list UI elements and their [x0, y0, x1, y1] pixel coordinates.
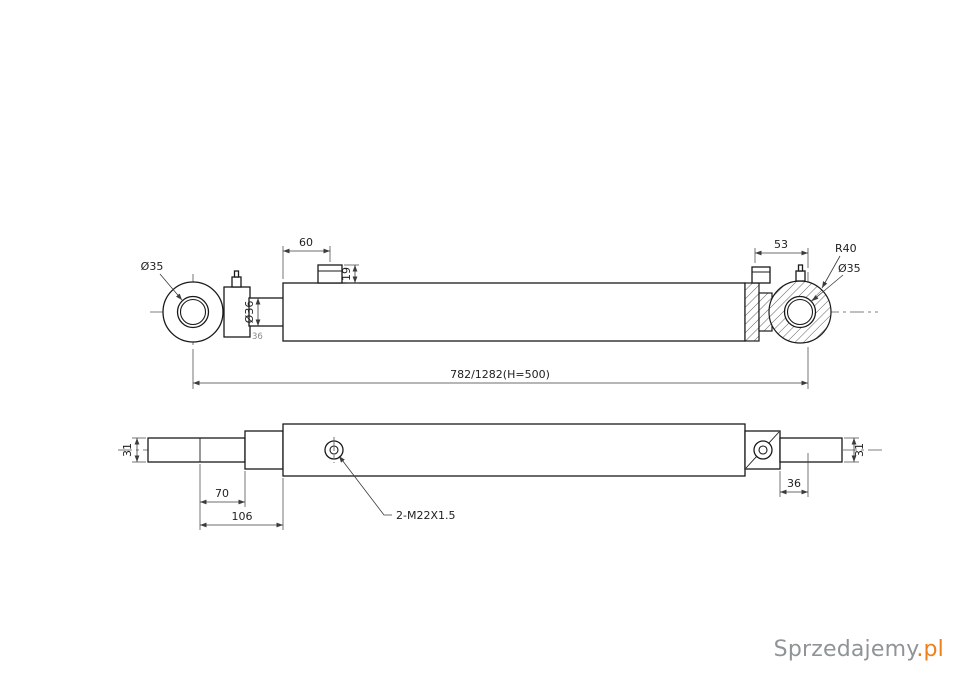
dim-cap-face-to-pivot: 36 — [779, 453, 809, 497]
dim-rod-eye-bore: Ø35 — [141, 260, 183, 301]
cylinder-side-view-geometry — [162, 264, 832, 344]
dim-label-31-right: 31 — [853, 443, 866, 457]
dim-label-19: 19 — [340, 267, 353, 281]
cap-section — [744, 282, 760, 342]
dim-rod-eye-width: 31 — [121, 437, 146, 463]
cylinder-barrel-plan — [282, 423, 746, 477]
cap-eye-plan — [779, 437, 843, 463]
dim-label-cap-eye-bore: Ø35 — [838, 262, 861, 275]
watermark-tld: .pl — [916, 637, 944, 662]
dim-label-r40: R40 — [835, 242, 857, 255]
dim-rod-diameter: Ø36 36 — [243, 298, 263, 342]
bottom-view: 31 70 106 2-M22X1.5 3 — [118, 423, 882, 530]
port-hole-cap-side — [758, 445, 768, 455]
grease-nipple-right-tip — [797, 264, 804, 272]
dim-label-60: 60 — [299, 236, 313, 249]
port-boss-cap-side — [753, 440, 773, 460]
dim-cap-eye-bore: Ø35 — [811, 262, 861, 302]
dim-cap-eye-width: 31 — [844, 437, 866, 463]
dim-port-height: 19 — [340, 264, 359, 284]
cylinder-barrel — [282, 282, 746, 342]
dim-note-36: 36 — [252, 332, 263, 342]
top-view: 60 19 Ø35 Ø36 36 — [141, 236, 878, 389]
dim-label-rod-diameter: Ø36 — [243, 301, 256, 324]
piston-rod — [248, 297, 285, 327]
dim-rod-end-lengths: 70 106 — [199, 464, 284, 530]
dim-label-53: 53 — [774, 238, 788, 251]
rod-end-block-plan — [244, 430, 284, 470]
cap-eye-bore-chamfer — [786, 298, 814, 326]
dim-label-31-left: 31 — [121, 443, 134, 457]
watermark: Sprzedajemy.pl — [774, 637, 944, 662]
rod-side-port — [317, 264, 343, 284]
cylinder-plan-view-geometry — [147, 423, 843, 477]
dim-label-overall: 782/1282(H=500) — [450, 368, 550, 381]
dim-overall-length: 782/1282(H=500) — [192, 352, 809, 389]
rod-eye-bore — [176, 295, 210, 329]
dim-cap-port-to-pivot: 53 — [754, 238, 809, 268]
dim-label-36: 36 — [787, 477, 801, 490]
dim-label-106: 106 — [232, 510, 253, 523]
watermark-brand: Sprzedajemy — [773, 637, 917, 662]
dim-label-rod-eye-bore: Ø35 — [141, 260, 164, 273]
grease-nipple-left — [231, 276, 242, 288]
cap-eye-bore — [783, 295, 817, 329]
dim-cap-eye-radius: R40 — [821, 242, 857, 289]
rod-eye-plan — [147, 437, 246, 463]
cap-side-port — [751, 266, 771, 284]
grease-nipple-left-tip — [233, 270, 240, 278]
dim-port-offset: 60 — [282, 236, 331, 279]
dim-label-70: 70 — [215, 487, 229, 500]
grease-nipple-right — [795, 270, 806, 282]
dim-label-port-thread: 2-M22X1.5 — [396, 509, 456, 522]
callout-port-thread: 2-M22X1.5 — [338, 455, 456, 522]
rod-eye-bore-chamfer — [179, 298, 207, 326]
